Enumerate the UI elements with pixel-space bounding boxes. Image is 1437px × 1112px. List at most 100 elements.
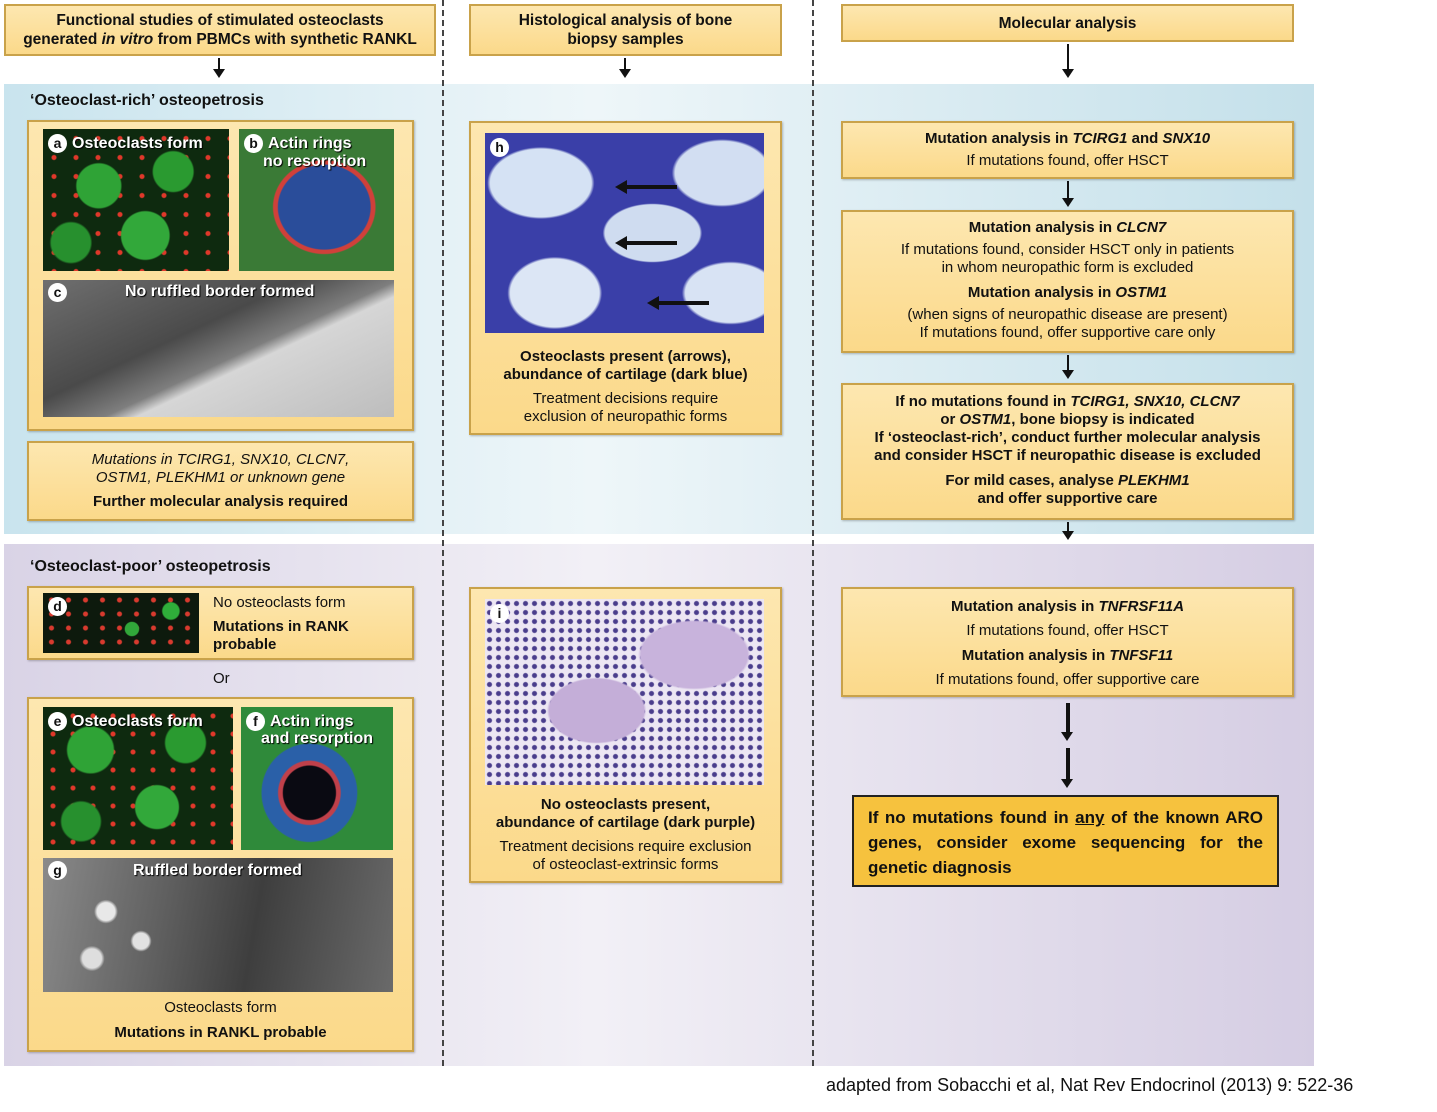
arrow-marker-1-head: [615, 180, 627, 194]
panel-f-label1: Actin rings: [270, 713, 354, 730]
rich-mutations-box: Mutations in TCIRG1, SNX10, CLCN7, OSTM1…: [27, 441, 414, 521]
mol2-line3: in whom neuropathic form is excluded: [941, 259, 1194, 276]
header-col1-post: from PBMCs with synthetic RANKL: [153, 31, 417, 48]
d-text2: Mutations in RANK: [213, 618, 349, 635]
arrow-poor-2: [1061, 748, 1073, 788]
arrow-marker-3: [657, 301, 709, 305]
arrow-col2-header: [619, 58, 631, 78]
d-text3: probable: [213, 636, 277, 653]
panel-e-badge: e: [48, 712, 67, 731]
arrow-marker-3-head: [647, 296, 659, 310]
d-text1: No osteoclasts form: [213, 594, 346, 611]
mol3-l3: If ‘osteoclast-rich’, conduct further mo…: [874, 429, 1261, 446]
poor-mol-line4: If mutations found, offer supportive car…: [935, 671, 1200, 688]
arrow-mol-2-3: [1062, 355, 1074, 379]
rich-mol-box-3: If no mutations found in TCIRG1, SNX10, …: [841, 383, 1294, 520]
mol3-l2-gene: OSTM1: [959, 411, 1012, 428]
mol3-l5-gene: PLEKHM1: [1117, 472, 1190, 489]
source-credit: adapted from Sobacchi et al, Nat Rev End…: [826, 1075, 1354, 1095]
final-post: of the known ARO genes, consider exome s…: [868, 808, 1263, 877]
arrow-mol-3-next: [1062, 522, 1074, 540]
poor-mol-gene1: TNFRSF11A: [1098, 598, 1185, 615]
rich-histo-line1: Osteoclasts present (arrows),: [520, 348, 731, 365]
final-underline: any: [1075, 808, 1105, 827]
panel-f-label2: and resorption: [261, 730, 374, 747]
or-text: Or: [213, 670, 230, 687]
g-text1: Osteoclasts form: [164, 999, 277, 1016]
arrow-marker-2: [625, 241, 677, 245]
section-title-rich: ‘Osteoclast-rich’ osteopetrosis: [30, 92, 264, 109]
panel-g-label: Ruffled border formed: [133, 862, 302, 879]
mol2-gene2: OSTM1: [1115, 284, 1168, 301]
panel-a-label: Osteoclasts form: [72, 135, 203, 152]
mol3-l2-pre: or: [940, 411, 960, 428]
rich-mol-box-2: Mutation analysis in CLCN7 If mutations …: [841, 210, 1294, 353]
panel-i-badge: i: [490, 604, 509, 623]
panel-f-badge: f: [246, 712, 265, 731]
arrow-marker-2-head: [615, 236, 627, 250]
rich-histo-line3: Treatment decisions require: [532, 390, 719, 407]
header-molecular-analysis: Molecular analysis: [841, 4, 1294, 42]
header-col2-text: Histological analysis of bone biopsy sam…: [518, 12, 733, 48]
poor-histo-line3: Treatment decisions require exclusion: [499, 838, 752, 855]
panel-i-image: i: [485, 599, 764, 785]
arrow-poor-1: [1061, 703, 1073, 741]
column-divider-1: [442, 0, 444, 1066]
panel-a-badge: a: [48, 134, 67, 153]
final-exome-box: If no mutations found in any of the know…: [852, 795, 1279, 887]
mol2-pre2: Mutation analysis in: [967, 284, 1116, 301]
poor-mol-line2: If mutations found, offer HSCT: [966, 622, 1169, 639]
mol1-gene1: TCIRG1: [1072, 130, 1128, 147]
mol1-mid: and: [1127, 130, 1163, 147]
panel-h-image: h: [485, 133, 764, 333]
mol3-l4: and consider HSCT if neuropathic disease…: [874, 447, 1261, 464]
panel-f-image: f Actin rings and resorption: [241, 707, 393, 850]
poor-histo-line4: of osteoclast-extrinsic forms: [532, 856, 719, 873]
rich-histo-line4: exclusion of neuropathic forms: [523, 408, 728, 425]
mol1-line2: If mutations found, offer HSCT: [966, 152, 1169, 169]
poor-histo-line1: No osteoclasts present,: [540, 796, 711, 813]
arrow-marker-1: [625, 185, 677, 189]
poor-histo-line2: abundance of cartilage (dark purple): [495, 814, 756, 831]
header-histological-analysis: Histological analysis of bone biopsy sam…: [469, 4, 782, 56]
poor-mol-gene2: TNFSF11: [1109, 647, 1174, 664]
g-text2: Mutations in RANKL probable: [114, 1024, 327, 1041]
poor-mol-box: Mutation analysis in TNFRSF11A If mutati…: [841, 587, 1294, 697]
header-col1-pre: generated: [23, 31, 102, 48]
panel-e-image: e Osteoclasts form: [43, 707, 233, 850]
rich-mutations-line2: OSTM1, PLEKHM1 or unknown gene: [95, 469, 346, 486]
panel-c-image: c No ruffled border formed: [43, 280, 394, 417]
panel-b-label2: no resorption: [263, 153, 367, 170]
panel-b-badge: b: [244, 134, 263, 153]
mol3-l1-genes: TCIRG1, SNX10, CLCN7: [1070, 393, 1240, 410]
arrow-mol-1-2: [1062, 181, 1074, 207]
panel-a-image: a Osteoclasts form: [43, 129, 229, 271]
panel-g-badge: g: [48, 861, 67, 880]
arrow-col3-header: [1062, 44, 1074, 78]
panel-e-label: Osteoclasts form: [72, 713, 203, 730]
panel-c-label: No ruffled border formed: [125, 283, 315, 300]
mol1-pre: Mutation analysis in: [924, 130, 1073, 147]
mol3-l6: and offer supportive care: [977, 490, 1158, 507]
rich-mutations-line1: Mutations in TCIRG1, SNX10, CLCN7,: [91, 451, 350, 468]
panel-c-badge: c: [48, 283, 67, 302]
rich-mol-box-1: Mutation analysis in TCIRG1 and SNX10 If…: [841, 121, 1294, 179]
rich-mutations-bold: Further molecular analysis required: [92, 493, 349, 510]
mol3-l2-post: , bone biopsy is indicated: [1011, 411, 1195, 428]
mol2-line6: If mutations found, offer supportive car…: [919, 324, 1216, 341]
poor-mol-pre1: Mutation analysis in: [950, 598, 1099, 615]
mol3-l1-pre: If no mutations found in: [895, 393, 1071, 410]
panel-d-image: d: [43, 593, 199, 653]
mol2-line2: If mutations found, consider HSCT only i…: [900, 241, 1235, 258]
section-title-poor: ‘Osteoclast-poor’ osteopetrosis: [30, 558, 271, 575]
mol2-line5: (when signs of neuropathic disease are p…: [907, 306, 1228, 323]
header-functional-studies: Functional studies of stimulated osteocl…: [4, 4, 436, 56]
header-col1-line1: Functional studies of stimulated osteocl…: [56, 12, 384, 29]
arrow-col1-header: [213, 58, 225, 78]
mol3-l5-pre: For mild cases, analyse: [945, 472, 1118, 489]
mol2-gene: CLCN7: [1116, 219, 1167, 236]
panel-d-badge: d: [48, 597, 67, 616]
panel-g-image: g Ruffled border formed: [43, 858, 393, 992]
column-divider-2: [812, 0, 814, 1066]
